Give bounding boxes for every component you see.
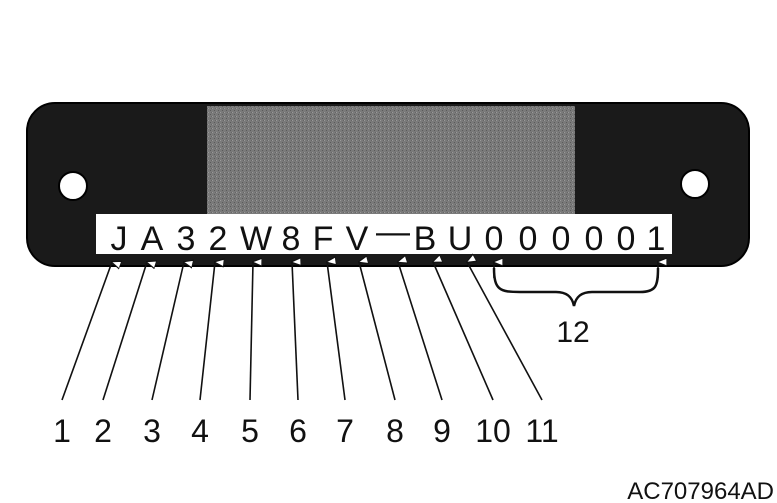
callout-1: 1 — [53, 413, 71, 449]
leader-line — [398, 262, 443, 401]
group-brace — [492, 267, 660, 307]
mounting-hole-right — [680, 169, 710, 199]
vin-char: V — [346, 220, 369, 258]
callout-3: 3 — [143, 413, 161, 449]
vin-char: J — [111, 220, 128, 258]
leader-line — [327, 262, 346, 401]
group-callout-12: 12 — [556, 316, 589, 349]
vin-char: U — [448, 220, 473, 258]
leader-line — [151, 262, 184, 401]
callout-7: 7 — [336, 413, 354, 449]
vin-char: 0 — [519, 220, 538, 258]
leader-line — [249, 262, 253, 401]
vin-char: 0 — [585, 220, 604, 258]
leader-line — [102, 262, 147, 401]
callout-6: 6 — [289, 413, 307, 449]
reference-code: AC707964AD — [627, 478, 774, 503]
vin-char: 3 — [177, 220, 196, 258]
callout-2: 2 — [94, 413, 112, 449]
vin-char: 0 — [485, 220, 504, 258]
vin-char: 0 — [617, 220, 636, 258]
vin-char: 0 — [552, 220, 571, 258]
callout-8: 8 — [386, 413, 404, 449]
mounting-hole-left — [58, 171, 88, 201]
vin-char: W — [240, 220, 272, 258]
callout-10: 10 — [475, 413, 511, 449]
leader-line — [292, 262, 298, 401]
vin-char: — — [376, 213, 410, 251]
callout-5: 5 — [241, 413, 259, 449]
callout-9: 9 — [433, 413, 451, 449]
vin-char: F — [313, 220, 334, 258]
vin-strip — [96, 214, 672, 254]
leader-line — [359, 262, 396, 401]
callout-11: 11 — [525, 413, 558, 449]
callout-4: 4 — [191, 413, 209, 449]
leader-line — [61, 262, 112, 401]
vin-char: A — [141, 220, 164, 258]
leader-line — [433, 262, 494, 401]
plate-center-panel — [207, 106, 575, 214]
vin-char: 1 — [647, 220, 666, 258]
vin-char: 8 — [282, 220, 301, 258]
leader-line — [467, 262, 543, 401]
leader-line — [199, 262, 215, 401]
vin-char: 2 — [209, 220, 228, 258]
vin-char: B — [414, 220, 437, 258]
leader-lines — [61, 262, 658, 401]
